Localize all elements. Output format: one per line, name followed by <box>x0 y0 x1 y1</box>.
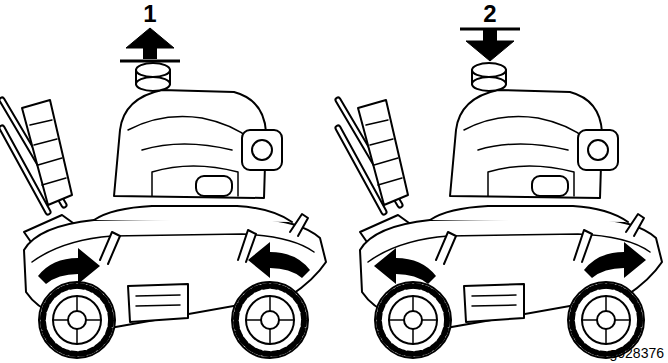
curved-arrow <box>248 242 310 278</box>
callout-number: 2 <box>483 2 496 26</box>
callout-number: 1 <box>143 2 156 26</box>
up-arrow <box>120 28 180 61</box>
lawn-mower <box>338 63 662 358</box>
curved-arrow <box>38 248 100 284</box>
lawn-mower <box>2 63 326 358</box>
curved-arrow <box>374 248 436 284</box>
figure-code: g028376 <box>609 346 664 360</box>
curved-arrow <box>584 242 646 278</box>
down-arrow <box>460 29 520 61</box>
